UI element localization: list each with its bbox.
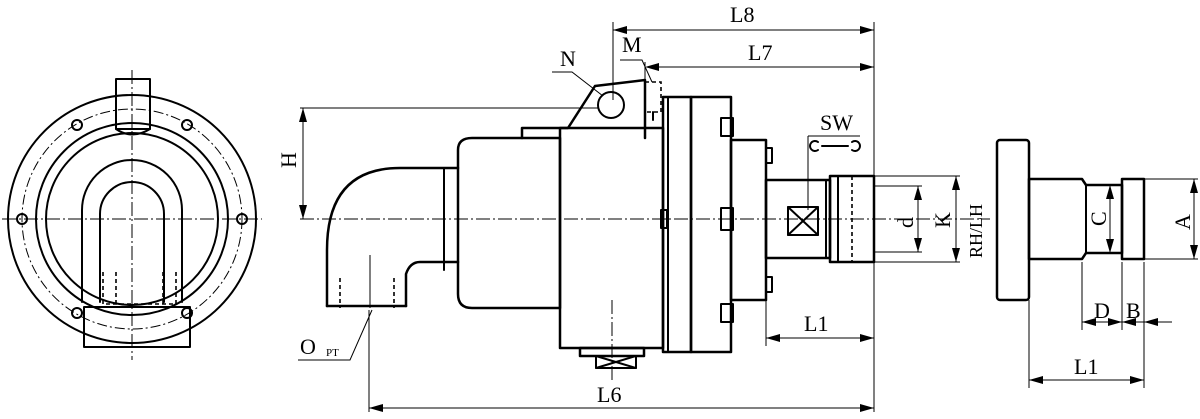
label-C: C [1086, 211, 1111, 226]
label-L6: L6 [597, 382, 621, 407]
side-view [300, 78, 990, 380]
bottom-wrench-flats [595, 355, 637, 369]
label-d: d [893, 217, 918, 228]
wrench-icon [809, 140, 861, 152]
label-L1-main: L1 [804, 311, 828, 336]
label-H: H [276, 152, 301, 168]
label-B: B [1126, 298, 1141, 323]
label-SW: SW [820, 110, 853, 135]
label-RH-LH: RH/LH [966, 204, 986, 258]
label-D: D [1094, 298, 1110, 323]
labels: L8 L7 L6 L1 N M H SW d K RH/LH O PT A C … [276, 2, 1195, 407]
label-O-sub: PT [326, 347, 339, 359]
journal-detail [995, 138, 1146, 302]
label-L1-side: L1 [1074, 354, 1098, 379]
label-L8: L8 [730, 2, 754, 27]
label-M: M [622, 32, 642, 57]
label-A: A [1170, 214, 1195, 230]
dimensions [298, 22, 1198, 412]
label-O: O [300, 334, 316, 359]
label-L7: L7 [748, 40, 772, 65]
label-K: K [930, 212, 955, 228]
end-view [2, 70, 262, 360]
label-N: N [560, 46, 576, 71]
